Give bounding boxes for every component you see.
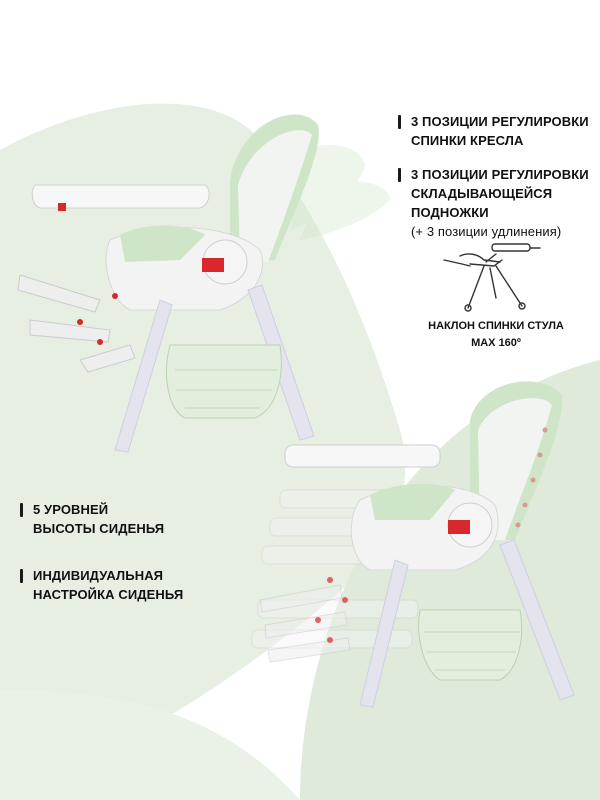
feature-footrest: 3 позиции регулировки складывающейся под… — [398, 165, 600, 241]
bullet-marker — [20, 569, 23, 583]
feature-height-line2: высоты сиденья — [33, 521, 165, 536]
feature-custom-seat: индивидуальная настройка сиденья — [20, 566, 183, 604]
feature-footrest-line2: складывающейся подножки — [411, 186, 553, 220]
feature-custom-line2: настройка сиденья — [33, 587, 184, 602]
bullet-marker — [398, 115, 401, 129]
feature-footrest-note: (+ 3 позиции удлинения) — [411, 224, 562, 239]
feature-backrest-line2: спинки кресла — [411, 133, 524, 148]
feature-custom-line1: индивидуальная — [33, 568, 164, 583]
recline-caption-line2: max 160º — [471, 337, 521, 349]
bullet-marker — [398, 168, 401, 182]
feature-backrest: 3 позиции регулировки спинки кресла — [398, 112, 589, 150]
recline-caption: наклон спинки стула max 160º — [400, 318, 592, 352]
feature-seat-height: 5 уровней высоты сиденья — [20, 500, 164, 538]
bullet-marker — [20, 503, 23, 517]
feature-footrest-line1: 3 позиции регулировки — [411, 167, 589, 182]
recline-caption-line1: наклон спинки стула — [428, 320, 564, 332]
highchair-outline-icon — [440, 238, 552, 314]
feature-backrest-line1: 3 позиции регулировки — [411, 114, 589, 129]
feature-height-line1: 5 уровней — [33, 502, 109, 517]
